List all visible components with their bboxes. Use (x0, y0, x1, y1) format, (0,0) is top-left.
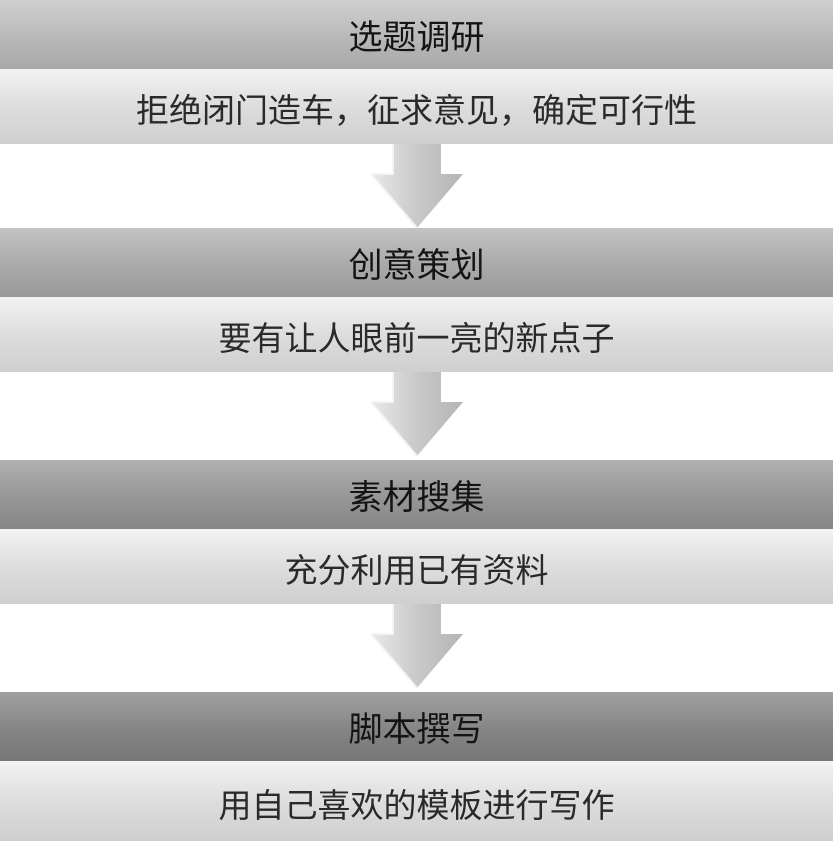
step-4-title: 脚本撰写 (0, 692, 833, 764)
step-1-title: 选题调研 (0, 0, 833, 72)
step-4-description: 用自己喜欢的模板进行写作 (0, 764, 833, 841)
step-2-description: 要有让人眼前一亮的新点子 (0, 300, 833, 372)
step-1-description: 拒绝闭门造车，征求意见，确定可行性 (0, 72, 833, 144)
step-2-title: 创意策划 (0, 228, 833, 300)
arrow-down-icon (371, 372, 463, 456)
step-3-title: 素材搜集 (0, 460, 833, 532)
arrow-down-icon (371, 604, 463, 688)
arrow-down-icon (371, 144, 463, 228)
step-3-description: 充分利用已有资料 (0, 532, 833, 604)
